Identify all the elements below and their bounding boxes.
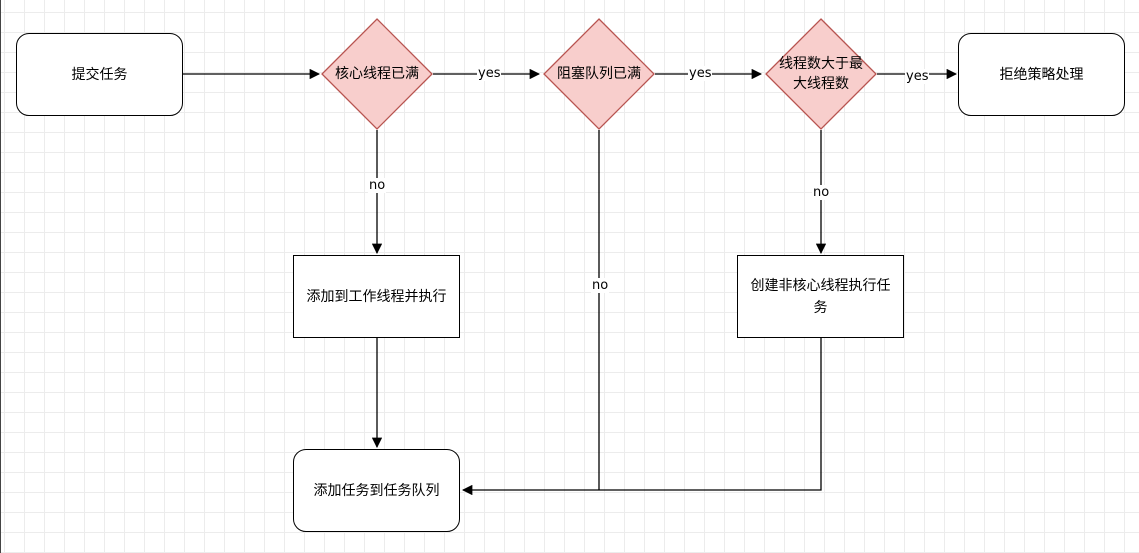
add-to-queue-node[interactable]: 添加任务到任务队列 (293, 449, 460, 532)
add-to-queue-label: 添加任务到任务队列 (313, 482, 440, 499)
queue-full-label: 阻塞队列已满 (557, 66, 641, 82)
queue-full-decision[interactable]: 阻塞队列已满 (543, 18, 655, 130)
core-full-decision[interactable]: 核心线程已满 (321, 18, 433, 130)
core-full-label: 核心线程已满 (335, 66, 419, 82)
core-full-diamond-shape (321, 18, 433, 130)
create-noncore-label: 创建非核心线程执行任务 (750, 277, 891, 316)
threads-exceed-max-diamond-shape (765, 18, 877, 130)
add-to-worker-node[interactable]: 添加到工作线程并执行 (293, 255, 460, 338)
threads-exceed-max-label: 线程数大于最大线程数 (779, 56, 863, 92)
edge-label-max-no[interactable]: no (812, 185, 831, 200)
threads-exceed-max-decision[interactable]: 线程数大于最大线程数 (765, 18, 877, 130)
edge-label-core-yes[interactable]: yes (477, 66, 502, 81)
edge-noncore-to-add-queue[interactable] (461, 338, 822, 496)
submit-task-node[interactable]: 提交任务 (16, 33, 183, 116)
edge-label-core-no[interactable]: no (368, 178, 387, 193)
add-to-worker-label: 添加到工作线程并执行 (306, 288, 447, 305)
create-noncore-node[interactable]: 创建非核心线程执行任务 (737, 255, 904, 338)
queue-full-diamond-shape (543, 18, 655, 130)
edge-label-queue-no[interactable]: no (591, 278, 610, 293)
edge-label-max-yes[interactable]: yes (905, 69, 930, 84)
reject-policy-node[interactable]: 拒绝策略处理 (958, 33, 1125, 116)
submit-task-label: 提交任务 (71, 66, 128, 83)
reject-policy-label: 拒绝策略处理 (999, 66, 1084, 83)
edge-label-queue-yes[interactable]: yes (688, 66, 713, 81)
